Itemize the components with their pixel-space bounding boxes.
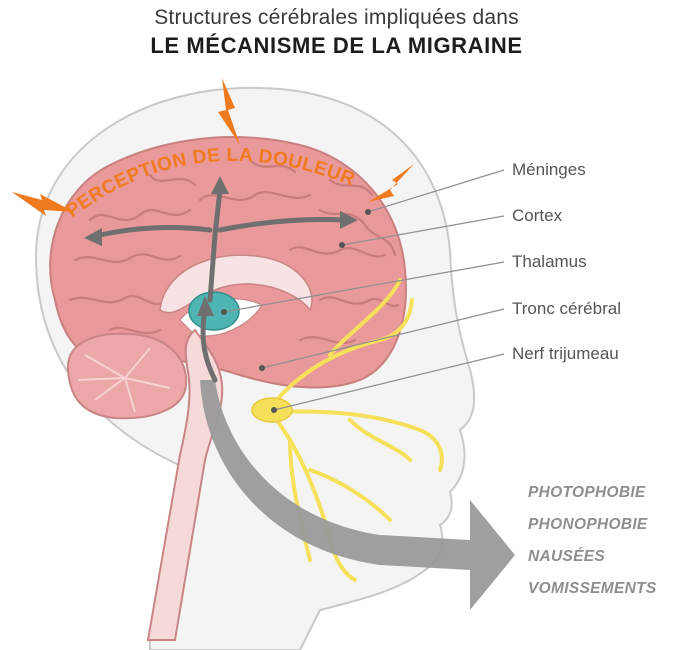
- label-thalamus: Thalamus: [512, 252, 587, 272]
- label-meninges: Méninges: [512, 160, 586, 180]
- symptom-photophobie: PHOTOPHOBIE: [528, 484, 646, 502]
- label-nerf-trijumeau: Nerf trijumeau: [512, 344, 619, 364]
- symptom-nausees: NAUSÉES: [528, 548, 605, 566]
- symptom-phonophobie: PHONOPHOBIE: [528, 516, 648, 534]
- symptom-vomissements: VOMISSEMENTS: [528, 580, 656, 598]
- label-tronc-cerebral: Tronc cérébral: [512, 299, 621, 319]
- label-cortex: Cortex: [512, 206, 562, 226]
